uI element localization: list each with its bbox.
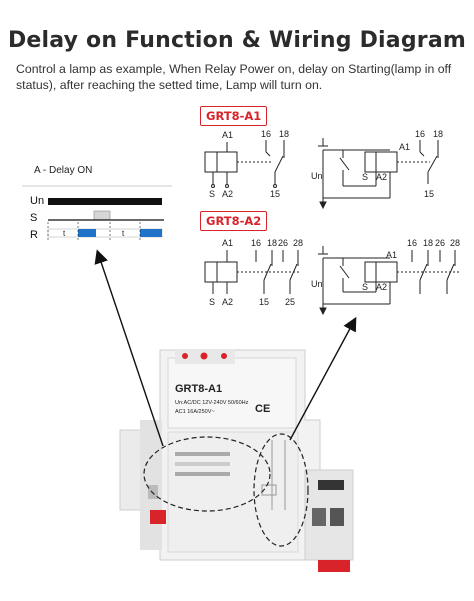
a2-label-15: 15: [259, 297, 269, 307]
a1-circuit-label-16: 16: [415, 129, 425, 139]
device-model-text: GRT8-A1: [175, 383, 222, 395]
a2-circuit-label-18: 18: [423, 238, 433, 248]
a1-label-a1-top: A1: [222, 130, 233, 140]
a2-circuit-label-un: Un: [311, 279, 323, 289]
a1-circuit-label-15: 15: [424, 189, 434, 199]
timing-r-on-1: [78, 229, 96, 237]
callout-ellipse-right: [253, 433, 309, 547]
a1-circuit-label-s: S: [362, 172, 368, 182]
arrow-to-wiring: [289, 316, 357, 441]
callout-ellipse-left: [143, 436, 271, 512]
a1-circuit-label-a2: A2: [376, 172, 387, 182]
a1-wiring-circuit: [318, 138, 439, 210]
timing-label-un: Un: [30, 195, 45, 207]
a2-circuit-label-16: 16: [407, 238, 417, 248]
a2-label-a2: A2: [222, 297, 233, 307]
description-text: Control a lamp as example, When Relay Po…: [16, 62, 452, 92]
a1-circuit-label-18: 18: [433, 129, 443, 139]
a2-label-26: 26: [278, 238, 288, 248]
a2-label-28: 28: [293, 238, 303, 248]
a1-label-un: Un: [311, 171, 323, 181]
a2-circuit-label-a1: A1: [386, 250, 397, 260]
a2-label-16: 16: [251, 238, 261, 248]
a2-label-18: 18: [267, 238, 277, 248]
timing-diagram: t t: [22, 185, 172, 240]
relay-device: [119, 349, 354, 572]
timing-t-mark-1: t: [63, 229, 66, 238]
device-rating-2: AC1 16A/250V~: [175, 409, 215, 415]
a1-label-s: S: [209, 189, 215, 199]
a2-label-25: 25: [285, 297, 295, 307]
a1-label-a2: A2: [222, 189, 233, 199]
timing-label-r: R: [30, 229, 38, 241]
a1-circuit-label-a1: A1: [399, 142, 410, 152]
timing-t-mark-2: t: [122, 229, 125, 238]
model-badge-a2: GRT8-A2: [200, 211, 268, 231]
a2-label-a1: A1: [222, 238, 233, 248]
timing-s-pulse: [93, 210, 111, 221]
arrow-to-timing: [94, 249, 164, 447]
a2-circuit-label-28: 28: [450, 238, 460, 248]
a2-wiring-circuit: [318, 246, 460, 316]
device-rating-1: Un:AC/DC 12V-240V 50/60Hz: [175, 400, 249, 406]
timing-un-bar: [48, 198, 162, 205]
a2-circuit-label-s: S: [362, 282, 368, 292]
a2-circuit-label-a2: A2: [376, 282, 387, 292]
timing-label-s: S: [30, 212, 38, 224]
a1-label-18: 18: [279, 129, 289, 139]
timing-diagram-title: A - Delay ON: [34, 165, 93, 176]
a1-label-15: 15: [270, 189, 280, 199]
page-title: Delay on Function & Wiring Diagram: [7, 28, 467, 53]
a2-circuit-label-26: 26: [435, 238, 445, 248]
a2-label-s: S: [209, 297, 215, 307]
model-badge-a1: GRT8-A1: [200, 106, 268, 126]
a2-terminal-symbol: [204, 250, 300, 294]
timing-r-on-2: [140, 229, 162, 237]
a1-terminal-symbol: [204, 140, 285, 188]
ce-mark: CE: [255, 403, 270, 415]
a1-label-16: 16: [261, 129, 271, 139]
